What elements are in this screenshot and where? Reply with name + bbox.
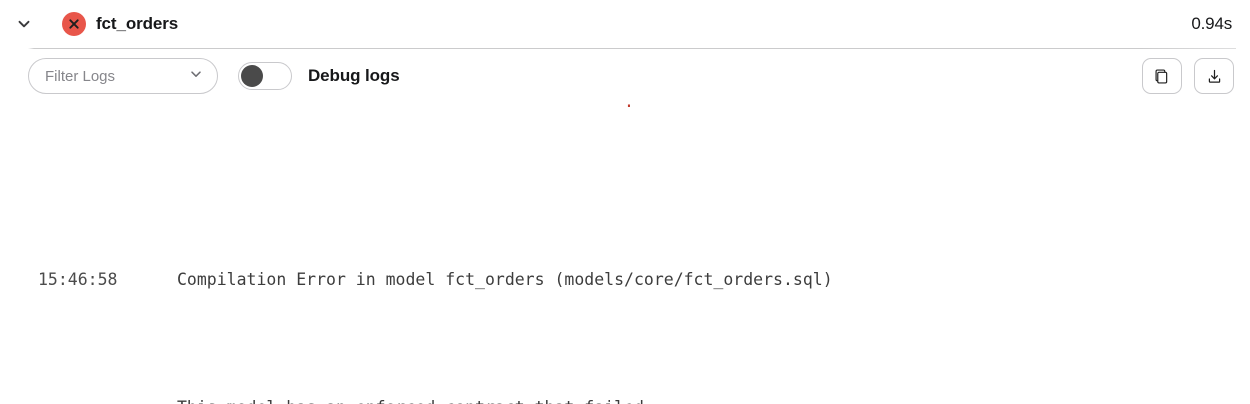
copy-logs-button[interactable] xyxy=(1142,58,1182,94)
log-line: This model has an enforced contract that… xyxy=(0,392,1250,404)
log-timestamp: 15:46:58 xyxy=(38,270,118,289)
toggle-knob xyxy=(241,65,263,87)
download-icon xyxy=(1206,68,1223,85)
logs-toolbar: Filter Logs Debug logs xyxy=(0,48,1250,104)
clipped-log-text: — — . xyxy=(177,104,634,118)
filter-logs-select[interactable]: Filter Logs xyxy=(28,58,218,94)
log-line: 15:46:58 Compilation Error in model fct_o… xyxy=(0,264,1250,296)
error-circle-x-icon xyxy=(62,12,86,36)
debug-logs-label: Debug logs xyxy=(308,66,400,85)
copy-icon xyxy=(1154,68,1171,85)
run-header: fct_orders 0.94s xyxy=(0,0,1250,48)
model-name: fct_orders xyxy=(96,14,179,33)
chevron-down-icon xyxy=(16,16,32,32)
clipped-previous-log-line: — — . xyxy=(0,104,1250,122)
header-divider xyxy=(28,48,1236,49)
filter-logs-label: Filter Logs xyxy=(45,67,116,85)
log-message: Compilation Error in model fct_orders (m… xyxy=(177,270,833,289)
log-output[interactable]: — — . 15:46:58 Compilation Error in model… xyxy=(0,104,1250,404)
download-logs-button[interactable] xyxy=(1194,58,1234,94)
chevron-down-icon xyxy=(189,67,203,86)
elapsed-time: 0.94s xyxy=(1191,14,1232,33)
collapse-toggle-button[interactable] xyxy=(10,10,38,38)
debug-logs-toggle[interactable] xyxy=(238,62,292,90)
log-message: This model has an enforced contract that… xyxy=(177,398,654,404)
